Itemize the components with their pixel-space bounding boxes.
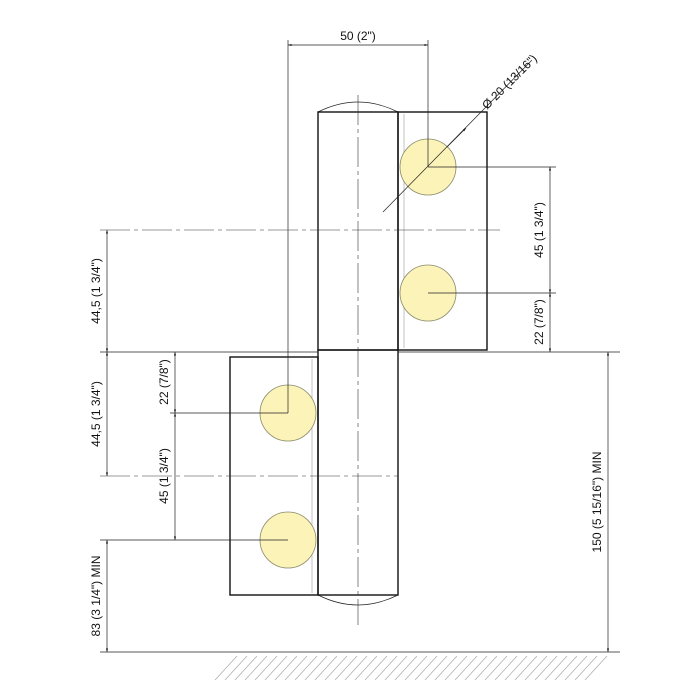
hatch-line	[534, 655, 558, 681]
hatch-line	[224, 655, 248, 681]
hatch-line	[244, 655, 268, 681]
hatch-line	[264, 655, 288, 681]
hatch-line	[354, 655, 378, 681]
lower-leaf	[229, 349, 399, 606]
dim-lower-hole-spacing: 45 (1 3/4")	[157, 448, 171, 504]
hatch-line	[414, 655, 438, 681]
hatch-line	[214, 655, 238, 681]
extension-lines	[100, 40, 620, 653]
hatch-line	[544, 655, 568, 681]
hatch-line	[254, 655, 278, 681]
hatch-line	[304, 655, 328, 681]
hatch-line	[374, 655, 398, 681]
hatch-line	[554, 655, 578, 681]
hatch-line	[464, 655, 488, 681]
hatch-line	[274, 655, 298, 681]
dim-lower-joint-to-hole: 22 (7/8")	[157, 359, 171, 405]
dim-width: 50 (2")	[340, 29, 376, 43]
dimension-lines	[105, 43, 610, 652]
hatch-line	[234, 655, 258, 681]
hatch-line	[284, 655, 308, 681]
hatch-line	[524, 655, 548, 681]
hatch-line	[484, 655, 508, 681]
hatch-line	[434, 655, 458, 681]
dim-lower-leaf-offset: 44,5 (1 3/4")	[89, 381, 103, 447]
dim-floor-to-lower-hole: 83 (3 1/4") MIN	[89, 556, 103, 637]
dim-hole-diameter: Ø 20 (13/16")	[479, 52, 540, 113]
hatch-line	[514, 655, 538, 681]
hatch-line	[334, 655, 358, 681]
upper-plate	[397, 111, 488, 351]
hatch-line	[394, 655, 418, 681]
dim-upper-hole-to-joint: 22 (7/8")	[532, 299, 546, 345]
hatch-line	[504, 655, 528, 681]
dim-upper-hole-spacing: 45 (1 3/4")	[532, 202, 546, 258]
hatch-line	[564, 655, 588, 681]
hatch-line	[584, 655, 608, 681]
hatch-line	[384, 655, 408, 681]
floor-hatch	[214, 655, 608, 681]
hatch-line	[294, 655, 318, 681]
hatch-line	[324, 655, 348, 681]
hatch-line	[574, 655, 598, 681]
hatch-line	[364, 655, 388, 681]
upper-leaf	[317, 101, 488, 351]
dim-upper-leaf-offset: 44,5 (1 3/4")	[89, 258, 103, 324]
hatch-line	[314, 655, 338, 681]
hatch-line	[424, 655, 448, 681]
hatch-line	[474, 655, 498, 681]
hatch-line	[404, 655, 428, 681]
hatch-line	[494, 655, 518, 681]
hatch-line	[344, 655, 368, 681]
hatch-line	[444, 655, 468, 681]
hatch-line	[454, 655, 478, 681]
dim-floor-to-joint: 150 (5 15/16") MIN	[590, 452, 604, 553]
